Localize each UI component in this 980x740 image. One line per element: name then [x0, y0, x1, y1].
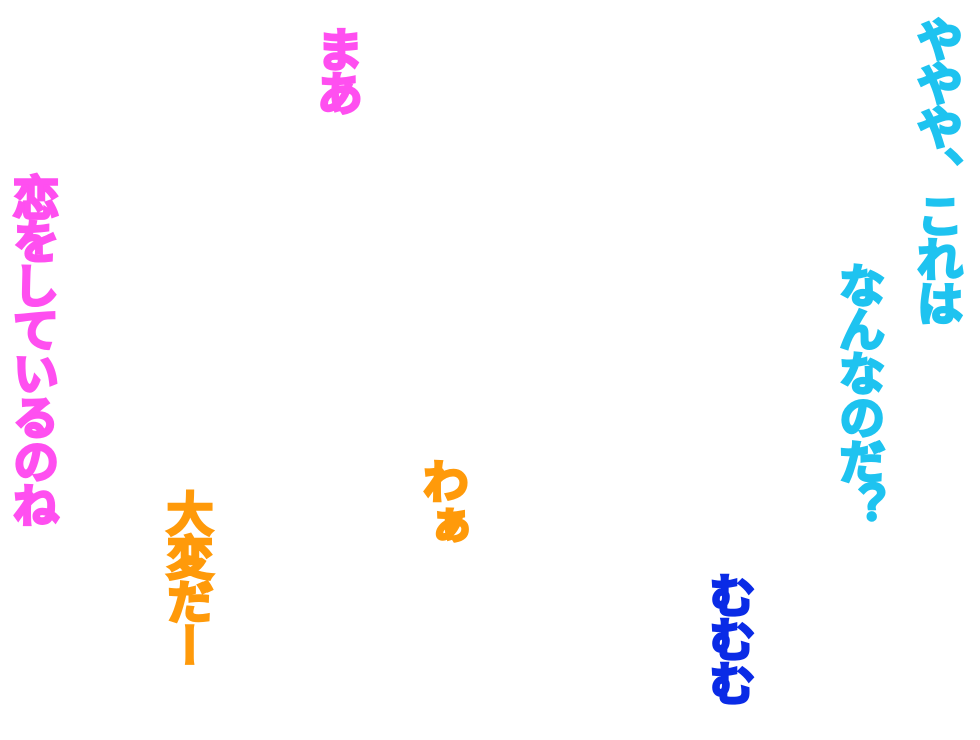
phrase-koi-wo-shiteiru: 恋をしているのね [5, 173, 62, 528]
phrase-yayaya-koreha: ややや、これは [909, 15, 966, 326]
phrase-mumumu: むむむ [701, 571, 758, 706]
phrase-nannanoda: なんなのだ？ [831, 261, 888, 528]
phrase-waa: わぁ [415, 457, 472, 548]
phrase-maa: まあ [309, 25, 366, 116]
phrase-taihen-da: 大変だー [159, 489, 216, 668]
